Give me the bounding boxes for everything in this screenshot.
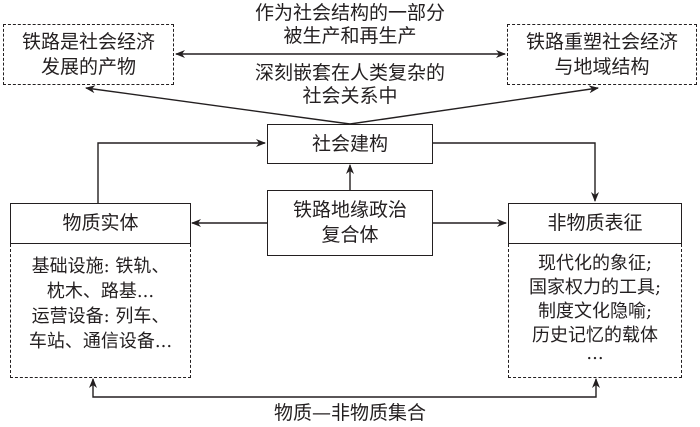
railway-as-product-box: 铁路是社会经济 发展的产物 — [3, 24, 174, 85]
box-title: 非物质表征 — [547, 212, 643, 234]
detail-line: ... — [586, 343, 604, 364]
label-line: 被生产和再生产 — [283, 25, 417, 47]
detail-line: 运营设备: 列车、 — [31, 306, 170, 327]
arrow-material-to-social — [97, 139, 266, 203]
material-entity-details: 基础设施: 铁轨、 枕木、路基... 运营设备: 列车、 车站、通信设备... — [10, 244, 191, 378]
arrow-bottom-to-immaterial — [350, 378, 600, 398]
arrow-diag-left — [85, 85, 351, 125]
box-text-line: 发展的产物 — [40, 55, 136, 78]
railway-reshapes-structure-box: 铁路重塑社会经济 与地域结构 — [507, 24, 697, 85]
reproduction-label: 作为社会结构的一部分 被生产和再生产 — [210, 2, 490, 48]
box-text-line: 复合体 — [321, 224, 379, 246]
label-line: 物质—非物质集合 — [273, 402, 426, 424]
arrow-social-to-immaterial — [432, 142, 599, 202]
detail-line: 现代化的象征; — [537, 253, 653, 274]
detail-line: 制度文化隐喻; — [537, 301, 653, 322]
label-line: 社会关系中 — [302, 85, 398, 107]
embedded-relations-label: 深刻嵌套在人类复杂的 社会关系中 — [210, 62, 490, 108]
arrow-diag-right — [349, 85, 599, 125]
detail-line: 历史记忆的载体 — [532, 325, 658, 346]
box-text-line: 铁路是社会经济 — [21, 30, 155, 53]
detail-line: 车站、通信设备... — [28, 331, 173, 352]
box-text-line: 与地域结构 — [554, 55, 650, 78]
label-line: 作为社会结构的一部分 — [254, 2, 445, 24]
social-construction-box: 社会建构 — [267, 124, 433, 164]
material-immaterial-assemblage-label: 物质—非物质集合 — [230, 402, 470, 425]
detail-line: 枕木、路基... — [46, 281, 155, 302]
box-title: 物质实体 — [62, 212, 139, 234]
box-text-line: 铁路地缘政治 — [292, 199, 407, 221]
arrow-bottom-to-material — [89, 378, 350, 398]
immaterial-representation-box: 非物质表征 — [508, 203, 682, 244]
detail-line: 基础设施: 铁轨、 — [31, 256, 170, 277]
detail-line: 国家权力的工具; — [528, 277, 662, 298]
material-entity-box: 物质实体 — [10, 203, 191, 244]
box-title: 社会建构 — [311, 132, 388, 155]
immaterial-representation-details: 现代化的象征; 国家权力的工具; 制度文化隐喻; 历史记忆的载体 ... — [508, 244, 682, 378]
box-text-line: 铁路重塑社会经济 — [525, 30, 678, 53]
railway-geopolitical-complex-box: 铁路地缘政治 复合体 — [267, 190, 433, 256]
label-line: 深刻嵌套在人类复杂的 — [254, 62, 445, 84]
